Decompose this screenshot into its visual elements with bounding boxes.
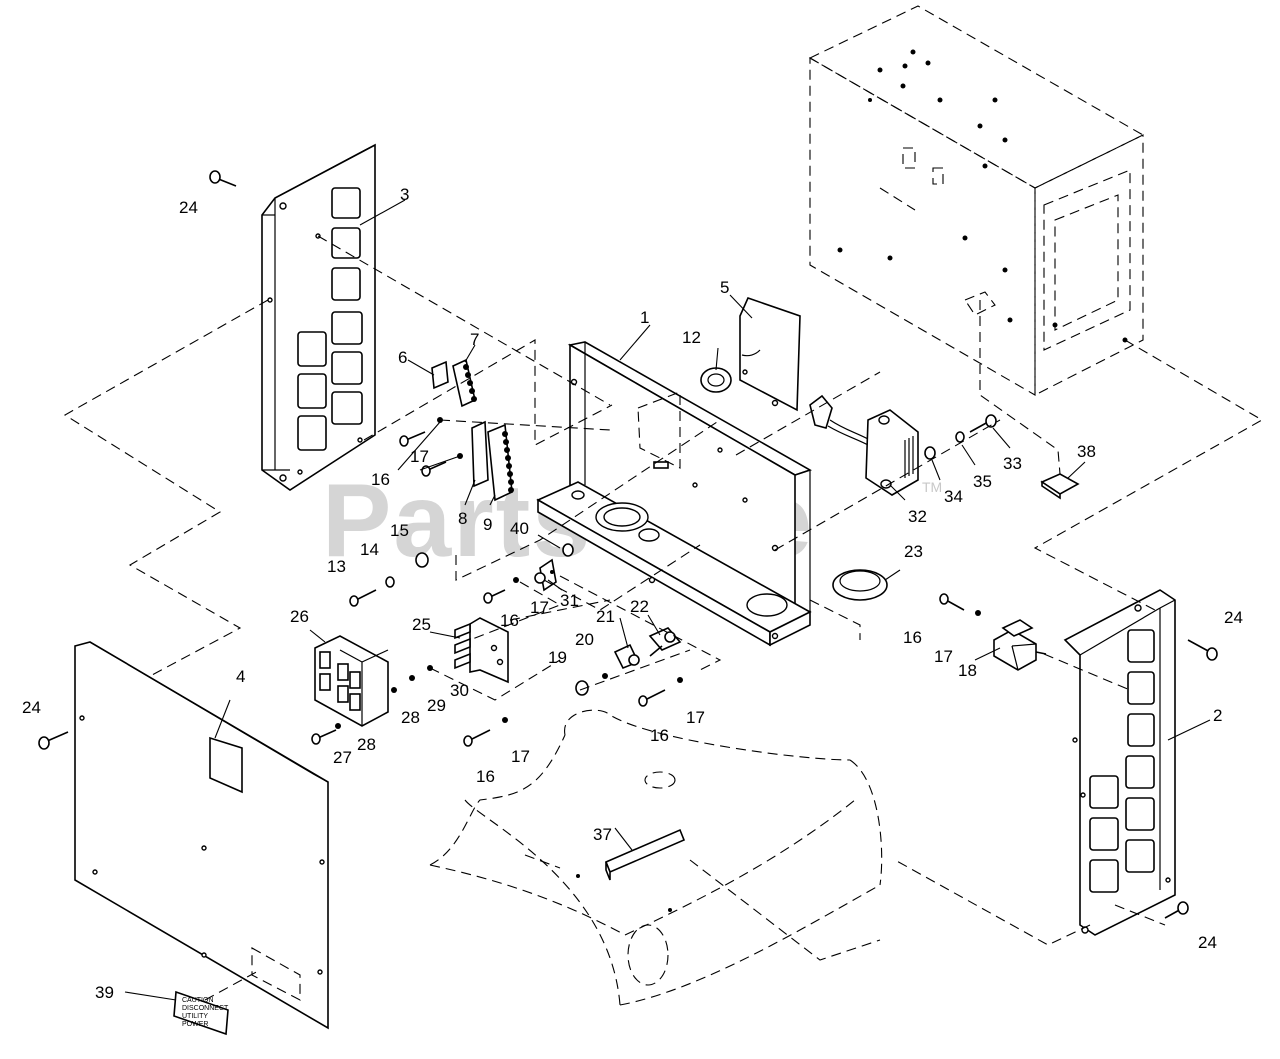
front-cover-4 [74,641,329,1030]
svg-text:DISCONNECT: DISCONNECT [182,1005,229,1012]
contactor-26 [314,635,389,727]
callout-33: 33 [1003,454,1022,473]
callout-35: 35 [973,472,992,491]
callout-9: 9 [483,515,492,534]
callout-5: 5 [720,278,729,297]
hardware-16-17-far-right [939,593,981,616]
callout-24b: 24 [22,698,41,717]
callout-22: 22 [630,597,649,616]
callout-16c: 16 [476,767,495,786]
callout-3: 3 [400,185,409,204]
terminal-block-9 [487,423,514,502]
watermark-trademark: TM [922,479,942,495]
label-8 [471,420,489,488]
callout-8: 8 [458,509,467,528]
lockwasher-17-mid [513,577,519,583]
screw-16-mid [483,589,506,604]
nut-19 [575,680,589,696]
hardware-16-17-right [463,677,683,747]
callout-4: 4 [236,667,245,686]
callout-29: 29 [427,696,446,715]
pad-38 [1040,473,1080,500]
callout-26: 26 [290,607,309,626]
callout-24a: 24 [179,198,198,217]
svg-text:POWER: POWER [182,1021,208,1028]
regulator-32 [809,394,919,496]
callout-18: 18 [958,661,977,680]
switch-22 [648,627,682,657]
callout-16d: 16 [650,726,669,745]
callout-24c: 24 [1224,608,1243,627]
callout-labels: 1 2 3 4 5 6 7 8 9 12 13 14 15 16 16 16 1… [22,185,1243,1002]
callout-12: 12 [682,328,701,347]
washer-34 [924,446,936,460]
enclosure-box [808,5,1145,396]
svg-text:UTILITY: UTILITY [182,1013,208,1020]
callout-28b: 28 [401,708,420,727]
callout-37: 37 [593,825,612,844]
callout-32: 32 [908,507,927,526]
callout-34: 34 [944,487,963,506]
fuse-holder-21 [613,643,640,670]
bolt-24-top-left [209,170,237,187]
lockwasher-14 [385,576,395,588]
callout-38: 38 [1077,442,1096,461]
terminal-strip-7 [452,358,477,408]
callout-24d: 24 [1198,933,1217,952]
assembly-lines [63,235,1264,1001]
callout-27: 27 [333,748,352,767]
callout-31: 31 [560,591,579,610]
svg-text:CAUTION: CAUTION [182,997,214,1004]
callout-19: 19 [548,648,567,667]
callout-13: 13 [327,557,346,576]
grommet-12 [700,367,732,393]
callout-14: 14 [360,540,379,559]
contactor-hardware [311,665,433,745]
bolt-24-right [1187,639,1218,661]
callout-17d: 17 [686,708,705,727]
callout-16e: 16 [903,628,922,647]
callout-7: 7 [470,330,479,349]
callout-2: 2 [1213,706,1222,725]
callout-15: 15 [390,521,409,540]
callout-16b: 16 [500,611,519,630]
side-panel-2 [1063,589,1176,936]
callout-17c: 17 [511,747,530,766]
nut-40 [562,543,574,557]
callout-6: 6 [398,348,407,367]
screw-33 [969,414,997,433]
plate-5 [739,297,801,412]
callout-25: 25 [412,615,431,634]
bracket-37 [604,828,686,881]
callout-40: 40 [510,519,529,538]
side-panel-3 [261,143,376,491]
leader-lines [124,199,1211,1001]
callout-17e: 17 [934,647,953,666]
callout-39: 39 [95,983,114,1002]
callout-30: 30 [450,681,469,700]
generator-frame [429,709,883,1006]
callout-17a: 17 [410,447,429,466]
lockwasher-35 [955,431,965,443]
bracket-25 [454,617,509,684]
callout-17b: 17 [530,598,549,617]
bolt-24-left [38,731,69,750]
decal-39: CAUTION DISCONNECT UTILITY POWER [173,990,229,1036]
washer-20 [602,673,608,679]
grommet-23 [832,569,888,601]
callout-16a: 16 [371,470,390,489]
main-panel-1 [536,341,812,647]
callout-20: 20 [575,630,594,649]
transformer-18 [993,619,1047,671]
bolt-24-bottom-right [1164,901,1189,919]
callout-28a: 28 [357,735,376,754]
callout-1: 1 [640,308,649,327]
callout-21: 21 [596,607,615,626]
nut-15 [415,552,429,568]
callout-23: 23 [904,542,923,561]
screw-13 [349,589,377,607]
label-6 [431,360,449,390]
